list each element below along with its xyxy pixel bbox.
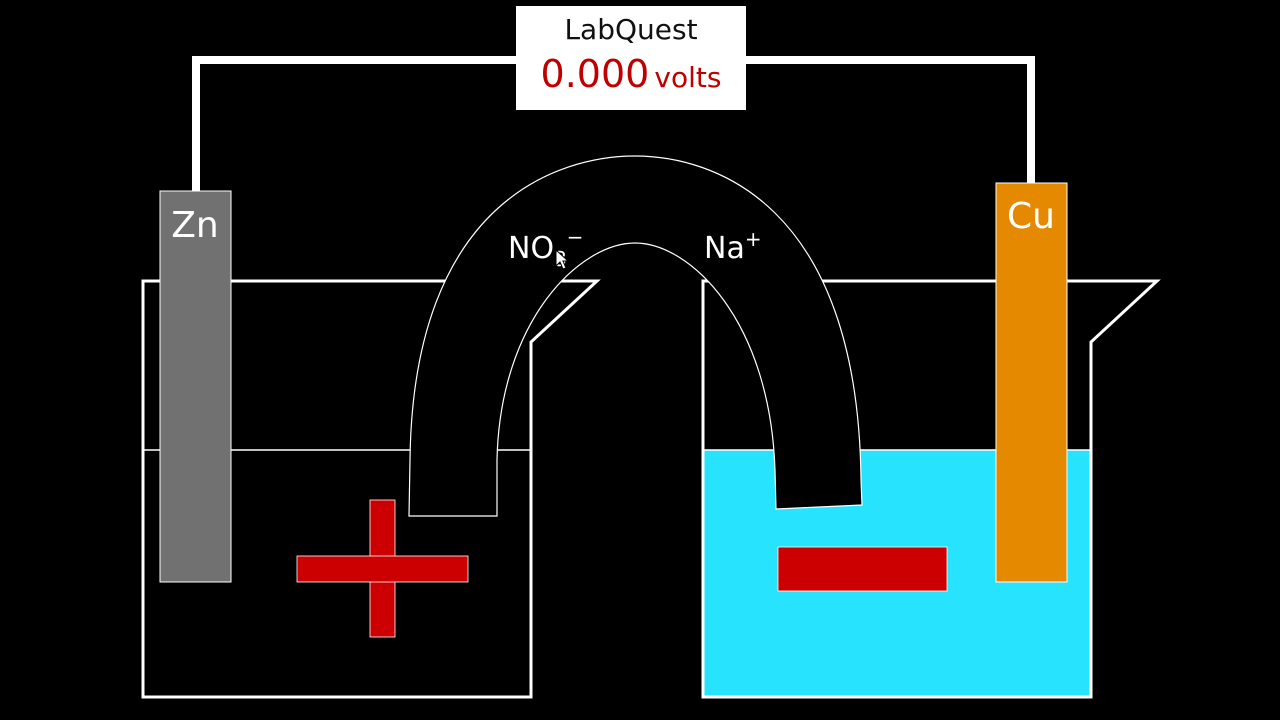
salt-bridge	[408, 155, 863, 517]
voltage-value: 0.000	[540, 52, 650, 96]
meter-reading: 0.000 volts	[516, 52, 746, 104]
zinc-electrode	[159, 190, 232, 583]
circuit-wire-right	[746, 56, 1035, 183]
sodium-ion-label: Na+	[704, 227, 762, 266]
right-beaker	[701, 279, 1161, 699]
copper-electrode	[995, 182, 1068, 583]
labquest-meter: LabQuest 0.000 volts	[516, 6, 746, 110]
plus-sign	[296, 499, 469, 638]
zinc-label: Zn	[171, 205, 218, 246]
minus-sign	[777, 546, 948, 592]
mouse-cursor-icon	[555, 248, 570, 270]
voltage-unit: volts	[654, 61, 722, 94]
meter-title: LabQuest	[564, 13, 698, 46]
circuit-wire	[192, 56, 516, 191]
copper-label: Cu	[1007, 196, 1055, 237]
